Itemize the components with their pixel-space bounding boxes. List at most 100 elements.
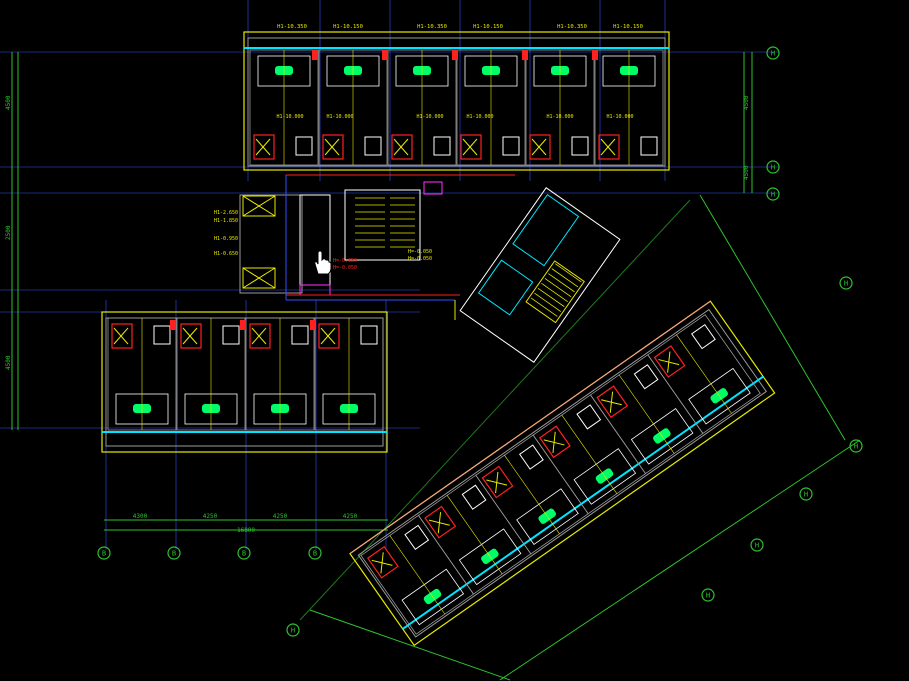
bathroom-outline <box>180 323 202 349</box>
level-mark: H1-10.350 <box>557 24 587 30</box>
bathroom-outline <box>481 465 514 499</box>
level-mark: H=-0.050 <box>333 265 357 271</box>
column-mark <box>312 50 318 60</box>
bathroom-outline <box>596 385 629 419</box>
shaft-mark <box>667 351 671 373</box>
axis-bubble-label: H <box>771 164 775 172</box>
axis-bubble <box>167 546 181 560</box>
axis-bubble-label: H <box>755 542 759 550</box>
closet-outline <box>633 364 659 390</box>
partition-line <box>618 374 675 454</box>
hand-cursor-icon <box>314 250 332 275</box>
shaft-mark <box>324 138 340 156</box>
axis-bubble <box>701 588 715 602</box>
left-wing-units <box>101 311 388 453</box>
shaft-mark <box>600 138 616 156</box>
shaft-mark <box>531 138 547 156</box>
partition-line <box>446 495 503 575</box>
bathroom-outline <box>424 505 457 539</box>
shaft-mark <box>255 138 271 156</box>
closet-outline <box>360 325 378 345</box>
bathroom-outline <box>318 323 340 349</box>
axis-bubble-label: H <box>291 627 295 635</box>
closet-outline <box>640 136 658 156</box>
column-mark <box>240 320 246 330</box>
column-mark <box>310 320 316 330</box>
axis-bubble <box>308 546 322 560</box>
stair-tread <box>544 278 572 298</box>
dimension-total: 16800 <box>237 527 255 534</box>
closet-outline <box>364 136 382 156</box>
bathroom-outline <box>111 323 133 349</box>
axis-bubble <box>286 623 300 637</box>
dimension-line <box>309 609 511 681</box>
closet-outline <box>691 323 716 350</box>
bathroom-outline <box>366 545 399 579</box>
dimension-text: 4250 <box>203 513 218 520</box>
level-mark: H1-10.350 <box>417 24 447 30</box>
shaft-mark <box>393 138 409 156</box>
partition-line <box>389 535 446 615</box>
level-mark: H=-0.050 <box>333 258 357 264</box>
level-mark: H1-10.000 <box>326 114 353 120</box>
closet-outline <box>502 136 520 156</box>
dimension-line <box>499 439 861 681</box>
closet-outline <box>461 484 487 510</box>
bathroom-outline <box>253 134 275 160</box>
bathroom-outline <box>249 323 271 349</box>
dimension-text: 4500 <box>5 95 12 110</box>
shaft-mark <box>113 327 129 345</box>
stair-tread <box>530 297 558 317</box>
axis-bubble-label: B <box>313 550 317 558</box>
stair-tread <box>541 283 568 303</box>
column-mark <box>452 50 458 60</box>
axis-bubble <box>237 546 251 560</box>
level-mark: H1-10.150 <box>473 24 503 30</box>
partition-line <box>561 414 618 494</box>
level-mark: H1-10.000 <box>606 114 633 120</box>
bathroom-outline <box>539 425 571 459</box>
dimension-text: 4250 <box>273 513 288 520</box>
shaft-mark <box>552 431 556 454</box>
closet-outline <box>576 404 602 430</box>
dimension-text: 4250 <box>343 513 358 520</box>
axis-bubble <box>766 46 780 60</box>
dimension-line <box>699 194 846 441</box>
axis-bubble <box>799 487 813 501</box>
column-mark <box>592 50 598 60</box>
level-mark: H1-10.150 <box>613 24 643 30</box>
stair-tread <box>537 287 565 307</box>
axis-bubble <box>766 187 780 201</box>
dimension-text: 4500 <box>743 95 750 110</box>
axis-bubble <box>849 439 863 453</box>
dimension-text: 4500 <box>743 165 750 180</box>
level-mark: H1-0.950 <box>214 236 238 242</box>
closet-outline <box>404 524 430 551</box>
bathroom-outline <box>322 134 344 160</box>
partition-line <box>676 334 732 414</box>
closet-outline <box>518 444 544 470</box>
level-mark: H1-2.650 <box>214 210 238 216</box>
level-mark: H1-1.850 <box>214 218 238 224</box>
closet-outline <box>433 136 451 156</box>
partition-line <box>504 455 560 534</box>
bathroom-outline <box>391 134 413 160</box>
axis-bubble-label: H <box>771 191 775 199</box>
dimension-text: 2500 <box>5 225 12 240</box>
bathroom-outline <box>598 134 620 160</box>
axis-bubble-label: B <box>172 550 176 558</box>
dimension-lines <box>11 52 861 681</box>
dimension-text: 4300 <box>133 513 148 520</box>
level-mark: H1-10.000 <box>546 114 573 120</box>
level-mark: H=-0.050 <box>408 249 432 255</box>
central-core-stair <box>239 174 515 320</box>
shaft-mark <box>462 138 478 156</box>
stair-tread <box>534 292 562 312</box>
stair-tread <box>555 263 582 283</box>
axis-bubble-label: H <box>854 443 858 451</box>
closet-outline <box>571 136 589 156</box>
shaft-mark <box>182 327 198 345</box>
shaft-mark <box>437 512 442 534</box>
